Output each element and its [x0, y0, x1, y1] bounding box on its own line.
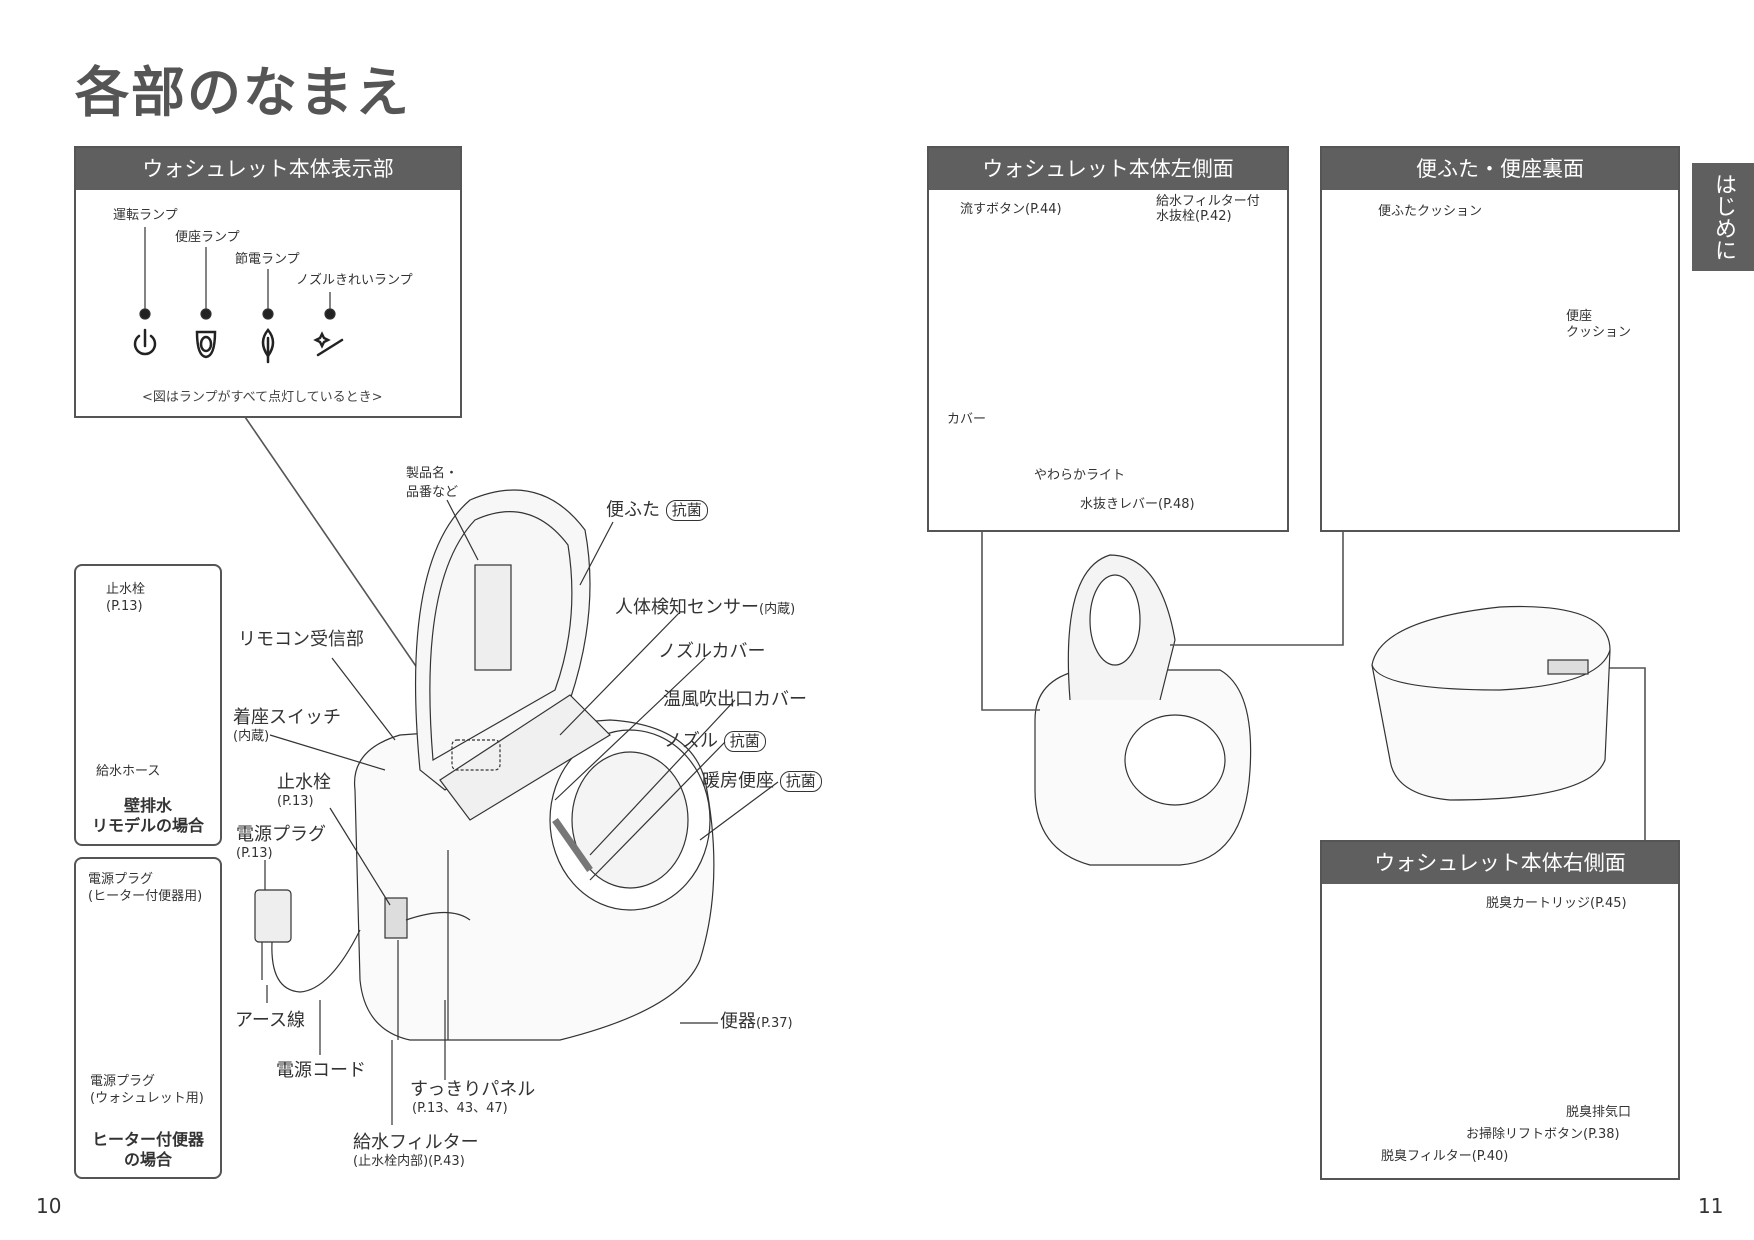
lid-back-panel-box: 便ふた・便座裏面 — [1320, 146, 1680, 532]
section-tab[interactable]: はじめに — [1692, 163, 1754, 271]
power-cord-label: 電源コード — [276, 1060, 366, 1081]
bowl-label: 便器(P.37) — [720, 1011, 793, 1032]
wall-stop-valve-label: 止水栓 — [106, 582, 146, 597]
lamp-label-power: 運転ランプ — [113, 208, 178, 223]
lid-back-panel-header: 便ふた・便座裏面 — [1322, 148, 1678, 190]
nozzle-clean-icon — [316, 338, 344, 357]
washlet-plug-label: 電源プラグ — [90, 1074, 156, 1089]
lamp-label-seat: 便座ランプ — [175, 230, 240, 245]
clean-panel-label: すっきりパネル — [410, 1079, 536, 1100]
clean-panel-ref: (P.13、43、47) — [412, 1101, 508, 1116]
page-number-right: 11 — [1698, 1194, 1724, 1218]
antibac-badge: 抗菌 — [779, 771, 822, 792]
lid-label: 便ふた 抗菌 — [606, 500, 708, 521]
cartridge-label: 脱臭カートリッジ(P.45) — [1486, 896, 1627, 911]
lift-button-label: お掃除リフトボタン(P.38) — [1466, 1127, 1620, 1142]
soft-light-label: やわらかライト — [1034, 468, 1126, 483]
water-filter-label: 給水フィルター — [353, 1132, 479, 1153]
drain-plug-label-2: 水抜栓(P.42) — [1156, 209, 1232, 224]
heater-caption: ヒーター付便器の場合 — [91, 1130, 204, 1169]
earth-wire-label: アース線 — [235, 1010, 306, 1031]
sensor-label: 人体検知センサー(内蔵) — [615, 597, 796, 618]
seat-icon — [195, 330, 217, 359]
wall-drain-caption: 壁排水リモデルの場合 — [91, 796, 204, 835]
seat-cushion-label-2: クッション — [1566, 325, 1632, 340]
warm-air-cover-label: 温風吹出口カバー — [663, 689, 807, 710]
seat-cushion-label: 便座 — [1566, 309, 1593, 324]
nozzle-cover-label: ノズルカバー — [658, 641, 766, 662]
heater-toilet-box — [74, 857, 222, 1179]
page-title: 各部のなまえ — [75, 61, 411, 124]
drain-lever-label: 水抜きレバー(P.48) — [1080, 497, 1195, 512]
seat-switch-note: (内蔵) — [233, 729, 270, 744]
lamp-label-eco: 節電ランプ — [235, 252, 300, 267]
heated-seat-label: 暖房便座 抗菌 — [702, 771, 822, 792]
wall-stop-valve-ref: (P.13) — [106, 599, 143, 614]
drain-plug-label: 給水フィルター付 — [1156, 194, 1260, 209]
power-icon — [133, 334, 157, 356]
stop-valve-label: 止水栓 — [277, 772, 331, 793]
product-name-label-2: 品番など — [406, 485, 459, 500]
lamp-label-nozzle: ノズルきれいランプ — [296, 273, 413, 288]
washlet-plug-note: (ウォシュレット用) — [90, 1091, 204, 1106]
wall-drain-box — [74, 564, 222, 846]
lid-cushion-label: 便ふたクッション — [1378, 204, 1483, 219]
lamp-note: <図はランプがすべて点灯しているとき> — [142, 390, 383, 405]
antibac-badge: 抗菌 — [665, 500, 708, 521]
exhaust-label: 脱臭排気口 — [1566, 1105, 1632, 1120]
deodor-filter-label: 脱臭フィルター(P.40) — [1381, 1149, 1509, 1164]
water-filter-ref: (止水栓内部)(P.43) — [353, 1154, 465, 1169]
product-name-label: 製品名・ — [406, 466, 459, 481]
nozzle-label: ノズル 抗菌 — [664, 731, 766, 752]
cover-label: カバー — [947, 412, 987, 427]
right-side-panel-box: ウォシュレット本体右側面 — [1320, 840, 1680, 1180]
wall-hose-label: 給水ホース — [96, 764, 161, 779]
display-panel-header: ウォシュレット本体表示部 — [76, 148, 460, 190]
left-side-panel-box: ウォシュレット本体左側面 — [927, 146, 1289, 532]
heater-plug-note: (ヒーター付便器用) — [88, 889, 203, 904]
power-plug-ref: (P.13) — [236, 846, 273, 861]
stop-valve-ref: (P.13) — [277, 794, 314, 809]
antibac-badge: 抗菌 — [723, 731, 766, 752]
page-number-left: 10 — [36, 1194, 62, 1218]
right-side-panel-header: ウォシュレット本体右側面 — [1322, 842, 1678, 884]
left-side-panel-header: ウォシュレット本体左側面 — [929, 148, 1287, 190]
power-plug-label: 電源プラグ — [236, 824, 326, 845]
heater-plug-label: 電源プラグ — [88, 872, 154, 887]
remote-receiver-label: リモコン受信部 — [238, 629, 364, 650]
seat-switch-label: 着座スイッチ — [233, 707, 341, 728]
flush-button-label: 流すボタン(P.44) — [960, 202, 1062, 217]
